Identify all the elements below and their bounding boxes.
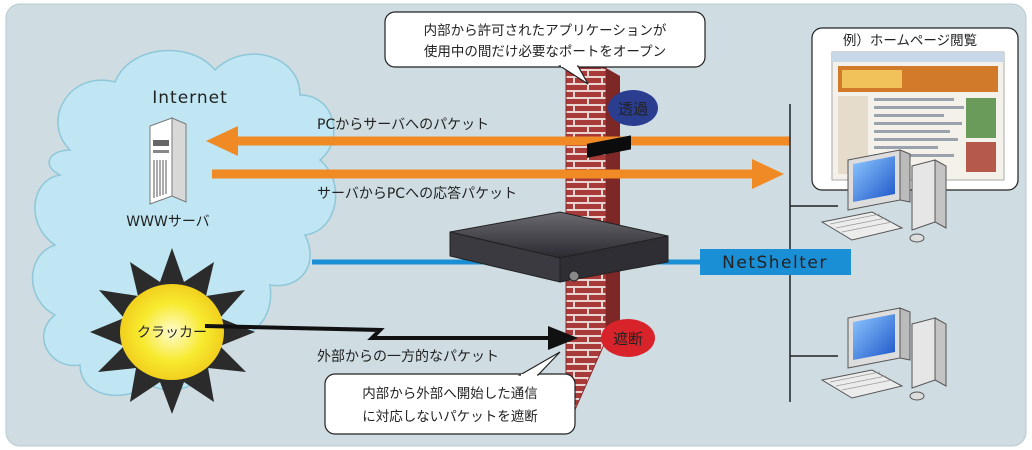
desktop-pc-icon — [820, 307, 947, 401]
server-to-pc-arrow — [212, 159, 784, 189]
netshelter-appliance-icon — [449, 135, 669, 283]
internet-label: Internet — [152, 88, 228, 108]
netshelter-label: NetShelter — [722, 253, 828, 273]
netshelter-label-box — [700, 249, 851, 275]
pass-badge-label: 透過 — [618, 100, 648, 118]
callout-top-line2: 使用中の間だけ必要なポートをオープン — [424, 43, 666, 60]
example-title: 例）ホームページ閲覧 — [843, 32, 977, 49]
webpage-thumbnail — [831, 51, 1005, 181]
example-panel — [811, 27, 1019, 191]
callout-bottom-line2: に対応しないパケットを遮断 — [362, 409, 538, 425]
pc-to-server-arrow — [206, 126, 790, 156]
callout-bottom-line1: 内部から外部へ開始した通信 — [362, 386, 538, 402]
desktop-pc-icon — [820, 149, 947, 243]
pass-badge — [608, 90, 658, 126]
callout-top-line1: 内部から許可されたアプリケーションが — [424, 23, 667, 39]
block-badge — [601, 319, 655, 357]
one-way-attack-arrow — [204, 324, 578, 350]
pc-to-server-label: PCからサーバへのパケット — [317, 117, 489, 133]
one-way-label: 外部からの一方的なパケット — [317, 349, 499, 365]
block-badge-label: 遮断 — [613, 330, 643, 348]
server-tower-icon — [149, 117, 187, 205]
callout-bottom-bubble — [324, 351, 576, 435]
www-server-label: WWWサーバ — [126, 214, 209, 230]
server-to-pc-label: サーバからPCへの応答パケット — [317, 185, 517, 202]
callout-top-bubble — [384, 11, 706, 85]
starburst-icon — [90, 248, 255, 414]
cracker-label: クラッカー — [137, 325, 207, 341]
